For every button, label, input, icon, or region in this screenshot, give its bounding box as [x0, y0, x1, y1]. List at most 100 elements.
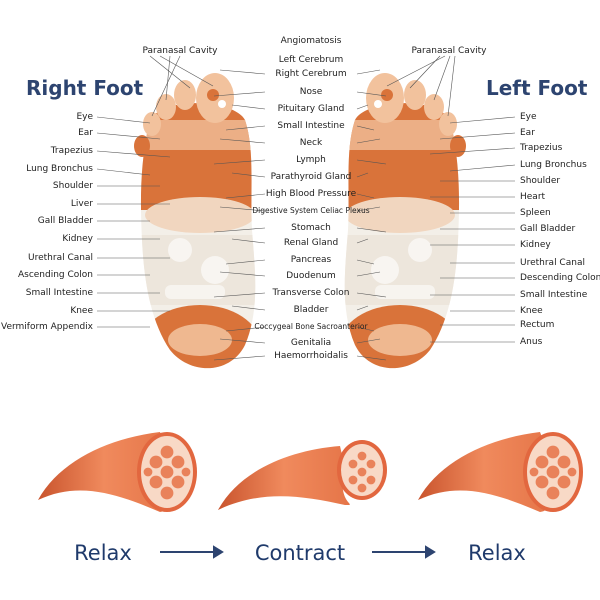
left-foot-label: Spleen — [520, 208, 551, 218]
leader-line — [356, 227, 387, 233]
muscle-state-2: Contract — [254, 541, 346, 565]
leader-line — [433, 55, 451, 101]
leader-line — [356, 172, 369, 178]
center-label: Nose — [299, 87, 323, 97]
leader-line — [356, 206, 381, 212]
center-label: Haemorrhoidalis — [274, 351, 348, 361]
leader-line — [429, 147, 516, 155]
leader-line — [231, 104, 266, 110]
center-label: Duodenum — [286, 271, 336, 281]
right-foot-label: Ascending Colon — [17, 270, 93, 280]
leader-line — [356, 69, 381, 75]
right-foot-label: Shoulder — [52, 181, 93, 191]
leader-line — [213, 159, 266, 165]
leader-line — [356, 338, 381, 344]
leader-line — [356, 125, 375, 131]
left-foot-label: Knee — [520, 306, 543, 316]
left-foot-label: Eye — [520, 112, 537, 122]
leader-line — [231, 172, 266, 178]
leader-line — [159, 55, 214, 87]
center-label: Renal Gland — [283, 238, 339, 248]
center-label: Parathyroid Gland — [270, 172, 352, 182]
left-foot-label: Anus — [520, 337, 543, 347]
leader-line — [356, 305, 369, 311]
right-foot-label: Liver — [70, 199, 93, 209]
leader-line — [439, 132, 516, 140]
leader-line — [356, 193, 375, 199]
leader-line — [213, 227, 266, 233]
left-foot-label: Lung Bronchus — [520, 160, 587, 170]
left-foot-label: Gall Bladder — [520, 224, 576, 234]
leader-line — [356, 259, 375, 265]
leader-line — [219, 271, 266, 277]
right-foot-label: Small Intestine — [25, 288, 93, 298]
right-foot-label: Urethral Canal — [28, 253, 93, 263]
leader-line — [96, 132, 161, 140]
left-foot-label: Kidney — [520, 240, 551, 250]
center-label: Pancreas — [290, 255, 332, 265]
right-foot-label: Ear — [78, 128, 93, 138]
leader-line — [225, 326, 266, 332]
leader-line — [96, 116, 151, 124]
leader-line — [219, 206, 266, 212]
right-foot-title: Right Foot — [26, 76, 144, 100]
leader-line — [356, 326, 375, 332]
center-label: High Blood Pressure — [265, 189, 357, 199]
center-label: Transverse Colon — [272, 288, 350, 298]
paranasal-label-left: Paranasal Cavity — [411, 46, 487, 56]
right-foot-label: Trapezius — [50, 146, 93, 156]
leader-line — [449, 116, 516, 124]
leader-line — [356, 159, 387, 165]
muscle-relax-2 — [418, 432, 583, 512]
right-foot-label: Vermiform Appendix — [0, 322, 93, 332]
paranasal-label-right: Paranasal Cavity — [142, 46, 218, 56]
leader-line — [447, 55, 456, 117]
leader-line — [225, 259, 266, 265]
left-foot-label: Urethral Canal — [520, 258, 585, 268]
leader-line — [386, 55, 446, 87]
leader-line — [225, 125, 266, 131]
left-foot-label: Small Intestine — [520, 290, 588, 300]
muscle-contract — [218, 440, 387, 510]
center-label: Neck — [299, 138, 323, 148]
leader-line — [213, 355, 266, 361]
leader-lines — [96, 55, 516, 361]
center-label: Angiomatosis — [280, 36, 342, 46]
leader-line — [96, 168, 151, 176]
right-foot-label: Gall Bladder — [37, 216, 93, 226]
arrow-1-head — [213, 545, 224, 559]
center-label: Genitalia — [290, 338, 332, 348]
center-label: Bladder — [293, 305, 329, 315]
right-foot-label: Kidney — [62, 234, 93, 244]
leader-line — [356, 292, 387, 298]
leader-line — [165, 55, 171, 101]
center-label: Left Cerebrum — [278, 55, 344, 65]
muscle-state-1: Relax — [74, 541, 132, 565]
left-foot-title: Left Foot — [486, 76, 588, 100]
leader-line — [219, 138, 266, 144]
leader-line — [231, 238, 266, 244]
leader-line — [213, 292, 266, 298]
muscle-state-3: Relax — [468, 541, 526, 565]
leader-line — [149, 55, 191, 89]
leader-line — [213, 91, 266, 97]
left-foot-label: Trapezius — [520, 143, 563, 153]
arrows — [160, 545, 436, 559]
right-foot-label: Knee — [70, 306, 93, 316]
right-foot-label: Lung Bronchus — [26, 164, 93, 174]
muscle-relax-1 — [38, 432, 197, 512]
leader-line — [151, 55, 181, 117]
leader-line — [356, 104, 369, 110]
leader-line — [449, 164, 516, 172]
center-label: Coccygeal Bone Sacroanterior — [254, 322, 368, 331]
left-foot-label: Heart — [520, 192, 546, 202]
leader-line — [231, 305, 266, 311]
left-foot-label: Rectum — [520, 320, 555, 330]
leader-line — [96, 150, 171, 158]
leader-line — [356, 238, 369, 244]
right-foot-label: Eye — [76, 112, 93, 122]
arrow-2-head — [425, 545, 436, 559]
leader-line — [356, 138, 381, 144]
